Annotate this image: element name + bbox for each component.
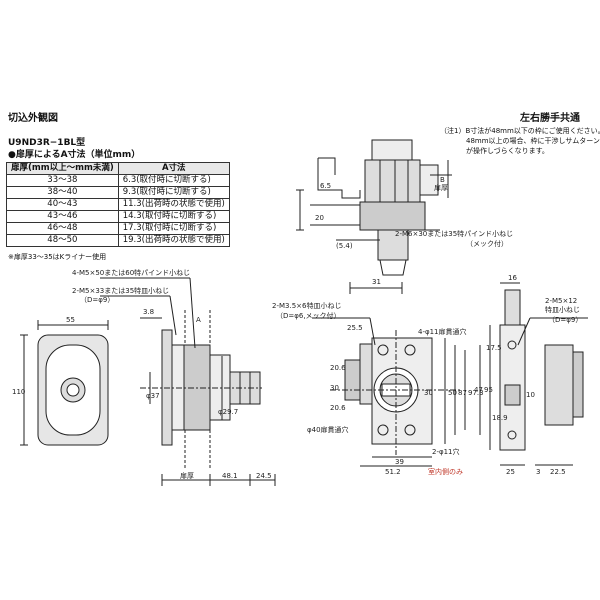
dim-30b: 30 [330,384,339,392]
door-thickness-top: 扉厚 [434,183,448,192]
note-line3: が操作しづらくなります。 [466,147,549,155]
dim-95: 95 [484,386,493,394]
dim-97-3: 97.3 [468,389,484,397]
dim-b: B [440,176,445,184]
strike-screw: 2-M5×12 [545,297,577,305]
dim-22-5: 22.5 [550,468,566,476]
dim-39: 39 [395,458,404,466]
title-left: 切込外観図 [8,113,58,124]
dim-10: 10 [526,391,535,399]
dim-3: 3 [536,468,540,476]
dim-110: 110 [12,388,25,396]
dim-55: 55 [66,316,75,324]
screw-note-top-2: （メック付） [466,239,508,248]
dim-5-4: (5.4) [336,242,353,250]
dim-a: A [196,316,201,324]
table-caption: ●扉厚によるA寸法（単位mm） [8,150,141,160]
side-view [100,277,276,486]
cut-screw: 2-M3.5×6特皿小ねじ [272,301,341,310]
dim-87: 87 [458,389,467,397]
table-header-thickness: 扉厚(mm以上〜mm未満) [6,162,119,175]
side-screw-2b: （D=φ9） [80,296,114,304]
dim-37: φ37 [146,392,160,400]
side-screw-1: 4-M5×50または60特パインド小ねじ [72,268,190,277]
dim-51-2: 51.2 [385,468,401,476]
dim-50: 50 [448,389,457,397]
dim-29-7: φ29.7 [218,408,238,416]
cut-hole4: 4-φ11扉貫通穴 [418,327,467,336]
side-screw-2: 2-M5×33または35特皿小ねじ [72,286,169,295]
dim-25: 25 [506,468,515,476]
dim-47: 47 [474,386,483,394]
dim-18-9: 18.9 [492,414,508,422]
indoor-only: 室内側のみ [428,467,463,476]
dim-31: 31 [372,278,381,286]
dim-20-6b: 20.6 [330,404,346,412]
dim-25-5: 25.5 [347,324,363,332]
title-right: 左右勝手共通 [520,113,580,124]
dim-20: 20 [315,214,324,222]
cut-screw-b: （D=φ6,メック付） [276,311,341,320]
dim-40-hole: φ40扉貫通穴 [307,425,349,434]
front-view [20,320,109,446]
cutout-view [312,317,466,467]
door-label-side: 扉厚 [180,471,194,480]
dim-48-1: 48.1 [222,472,238,480]
top-view [296,139,452,294]
dim-3-8: 3.8 [143,308,154,316]
strike-screw-b: 特皿小ねじ [545,305,580,314]
model-label: U9ND3R−1BL型 [8,138,86,148]
screw-note-top: 2-M6×30または35特パインド小ねじ [395,229,513,238]
dim-20-6: 20.6 [330,364,346,372]
dim-17-5: 17.5 [486,344,502,352]
strike-screw-c: （D=φ9） [548,316,582,324]
dim-6-5: 6.5 [320,182,331,190]
dim-24-5: 24.5 [256,472,272,480]
dim-2-11: 2-φ11穴 [432,447,460,456]
note-line2: 48mm以上の場合、枠に干渉しサムターン [466,137,600,145]
dim-16: 16 [508,274,517,282]
dim-30: 30 [424,389,433,397]
strike-view [479,282,588,466]
note-line1: （注1）B寸法が48mm以下の枠にご使用ください。 [440,127,600,135]
table-footnote: ※扉厚33〜35はKライナー使用 [8,253,107,261]
